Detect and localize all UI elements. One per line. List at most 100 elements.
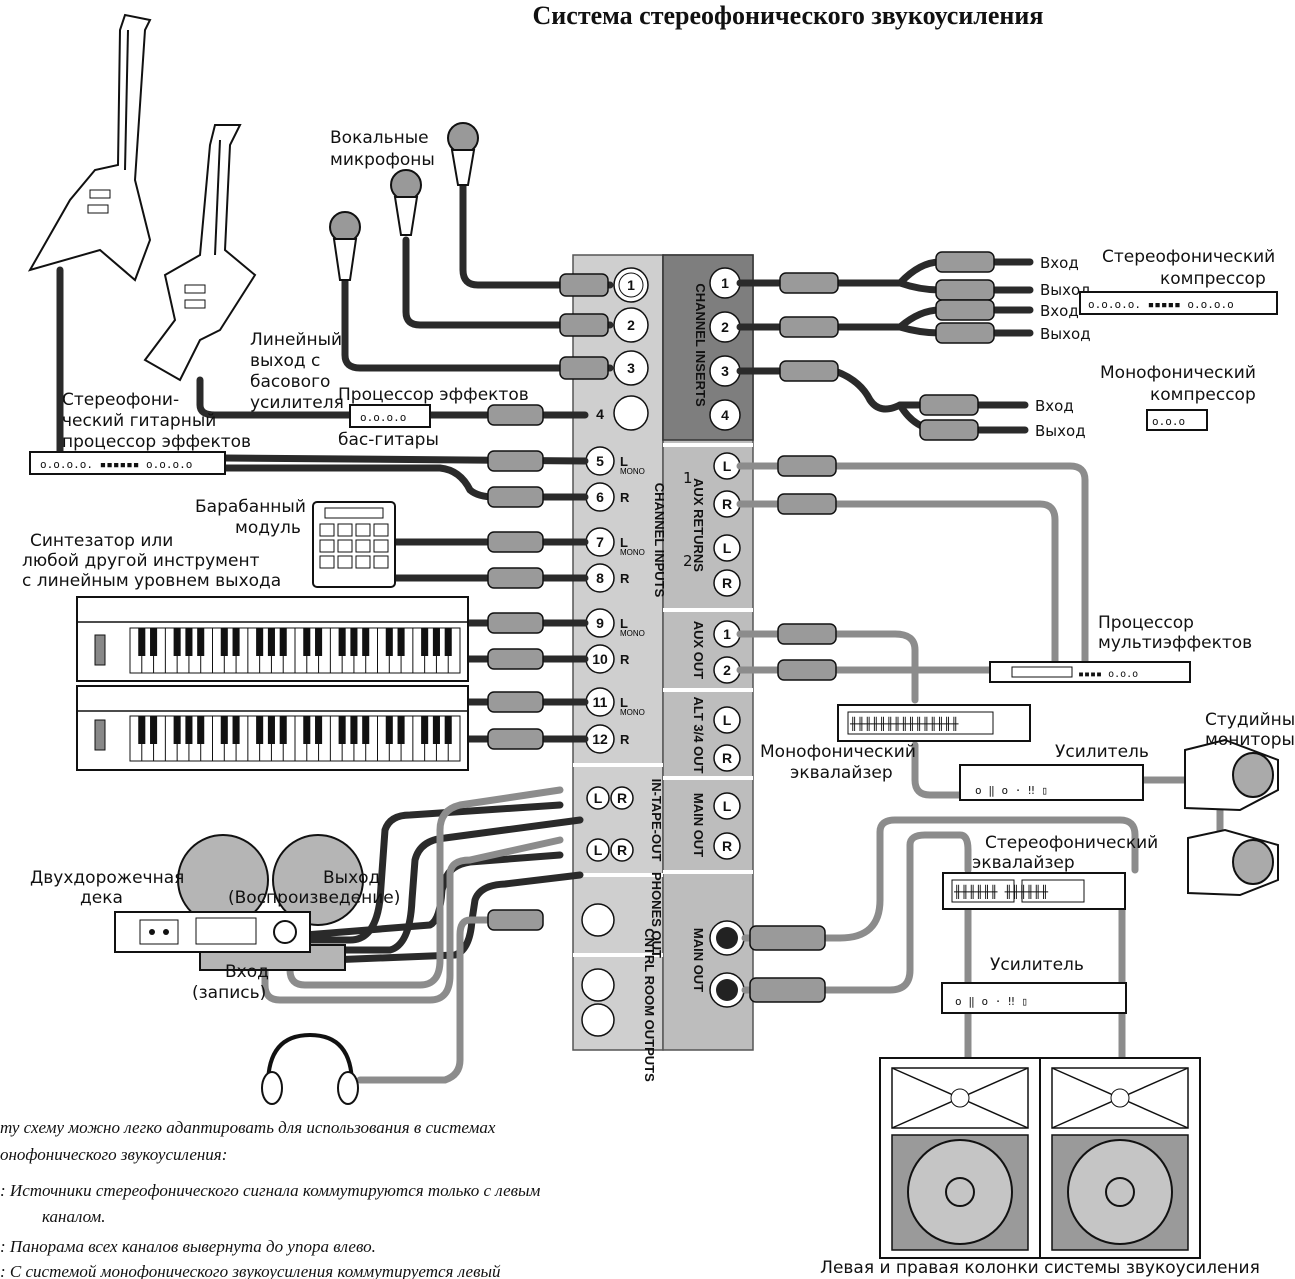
label-amp-1: Усилитель [1055,742,1149,762]
stereo-guitar-fx-unit: o.o.o.o. ▪▪▪▪▪▪ o.o.o.o [29,451,226,475]
label-amp-2: Усилитель [990,955,1084,975]
speaker-left-icon [879,1057,1041,1259]
label-drum-module: Барабанный [195,497,306,517]
note-line: каналом. [42,1207,106,1226]
note-line: : С системой монофонического звукоусилен… [0,1262,501,1279]
insert-out-label: Выход [1035,422,1086,440]
mono-label: MONO [620,548,645,557]
aux-out-number: 1 [723,626,731,642]
drum-module-unit [312,501,396,588]
insert-number: 2 [721,319,729,335]
stereo-eq-unit: ╫╫╫╫╫╫ ╫╫╫╫╫╫ [942,872,1126,910]
label-multi-fx: мультиэффектов [1098,633,1252,653]
label-tape-deck: дека [80,888,123,908]
svg-text:o.o.o.o. ▪▪▪▪▪ o.o.o.o: o.o.o.o. ▪▪▪▪▪ o.o.o.o [1088,298,1234,311]
studio-monitor-icon [1184,738,1279,812]
insert-out-label: Выход [1040,281,1091,299]
aux-out-number: 2 [723,662,731,678]
insert-number: 3 [721,363,729,379]
label-line-out: Линейный [250,330,342,350]
label-deck-in: Вход [225,962,269,982]
label-aux-out: AUX OUT [691,621,706,680]
bass-fx-unit: o.o.o.o [349,404,431,428]
label-guitar-fx: Стереофони- [62,390,179,410]
label-stereo-eq: Стереофонический [985,833,1158,853]
input-number: 12 [592,731,608,747]
amplifier-1-unit: o ‖ o · ‼ ▯ [959,764,1144,801]
label-speakers: Левая и правая колонки системы звукоусил… [820,1258,1260,1278]
label-guitar-fx: ческий гитарный [62,411,216,431]
microphone-icon [447,122,479,186]
lr-label: R [620,571,630,586]
label-synth: с линейным уровнем выхода [22,571,281,591]
lr-label: L [620,454,628,469]
label-synth: любой другой инструмент [22,551,260,571]
label-synth: Синтезатор или [30,531,173,551]
label-studio-monitors: мониторы [1205,730,1295,750]
output-jacks: 1 2 3 4 L R L R 1 2 L R L R L R L R [581,267,745,1037]
input-number: 3 [627,360,635,376]
label-channel-inserts: CHANNEL INSERTS [693,283,708,407]
mono-label: MONO [620,467,645,476]
label-bass-fx: Процессор эффектов [338,385,529,405]
note-line: ту схему можно легко адаптировать для ис… [0,1118,496,1137]
stereo-compressor-unit: o.o.o.o. ▪▪▪▪▪ o.o.o.o [1079,291,1278,315]
input-number: 11 [593,694,608,710]
label-vocal-mics: микрофоны [330,150,435,170]
insert-in-label: Вход [1040,302,1079,320]
label-guitar-fx: процессор эффектов [62,432,251,452]
amplifier-2-unit: o ‖ o · ‼ ▯ [941,982,1127,1014]
label-ctrl-room: CNTRL ROOM OUTPUTS [642,928,657,1082]
label-line-out: усилителя [250,393,344,413]
input-number: 10 [592,651,608,667]
svg-text:o.o.o.o. ▪▪▪▪▪▪ o.o.o.o: o.o.o.o. ▪▪▪▪▪▪ o.o.o.o [40,458,192,471]
svg-text:o ‖ o · ‼ ▯: o ‖ o · ‼ ▯ [975,784,1048,797]
input-number: 6 [596,489,604,505]
svg-text:╫╫╫╫╫╫╫╫╫╫╫╫╫╫╫: ╫╫╫╫╫╫╫╫╫╫╫╫╫╫╫ [849,716,959,731]
label-main-out-xlr: MAIN OUT [691,928,706,992]
lr-jack-label: R [722,575,732,591]
label-deck-in: (запись) [192,983,266,1003]
note-line: : Источники стереофонического сигнала ко… [0,1181,541,1200]
tape-jack-label: L [594,790,603,806]
svg-text:o ‖ o · ‼ ▯: o ‖ o · ‼ ▯ [955,995,1028,1008]
lr-jack-label: L [723,798,732,814]
microphone-icon [329,211,361,281]
mono-label: MONO [620,629,645,638]
microphone-icon [390,169,422,236]
lr-jack-label: R [722,838,732,854]
lr-label: L [620,535,628,550]
label-deck-out: Выход [323,868,380,888]
label-drum-module: модуль [235,518,301,538]
label-mono-eq: эквалайзер [790,763,893,783]
lr-label: R [620,490,630,505]
svg-text:o.o.o.o: o.o.o.o [360,411,406,424]
label-deck-out: (Воспроизведение) [228,888,400,908]
label-aux-returns: AUX RETURNS [691,478,706,572]
input-number: 4 [596,406,604,422]
insert-in-label: Вход [1035,397,1074,415]
notes: ту схему можно легко адаптировать для ис… [0,1118,541,1279]
headphones-icon [261,1032,359,1105]
label-mono-compressor: компрессор [1150,385,1256,405]
svg-text:╫╫╫╫╫╫ ╫╫╫╫╫╫: ╫╫╫╫╫╫ ╫╫╫╫╫╫ [953,884,1049,899]
label-stereo-compressor: компрессор [1160,269,1266,289]
input-number: 7 [596,534,604,550]
input-number: 9 [596,615,604,631]
device-labels: Вокальные микрофоны Стереофонический ком… [22,128,1295,1278]
bass-guitar-icon [143,124,257,382]
svg-text:▪▪▪▪ o.o.o: ▪▪▪▪ o.o.o [1078,669,1138,680]
tape-jack-label: R [617,790,627,806]
tape-jack-label: R [617,842,627,858]
lr-label: L [620,695,628,710]
label-mono-compressor: Монофонический [1100,363,1256,383]
mixer-console: CHANNEL INSERTS CHANNEL INPUTS AUX RETUR… [572,254,754,1082]
input-number: 5 [596,453,604,469]
keyboard-keys [129,628,452,761]
label-channel-inputs: CHANNEL INPUTS [652,483,667,598]
label-mono-eq: Монофонический [760,742,916,762]
lr-label: R [620,652,630,667]
lr-jack-label: R [722,496,732,512]
aux-ret-group-1: 1 [683,469,693,487]
